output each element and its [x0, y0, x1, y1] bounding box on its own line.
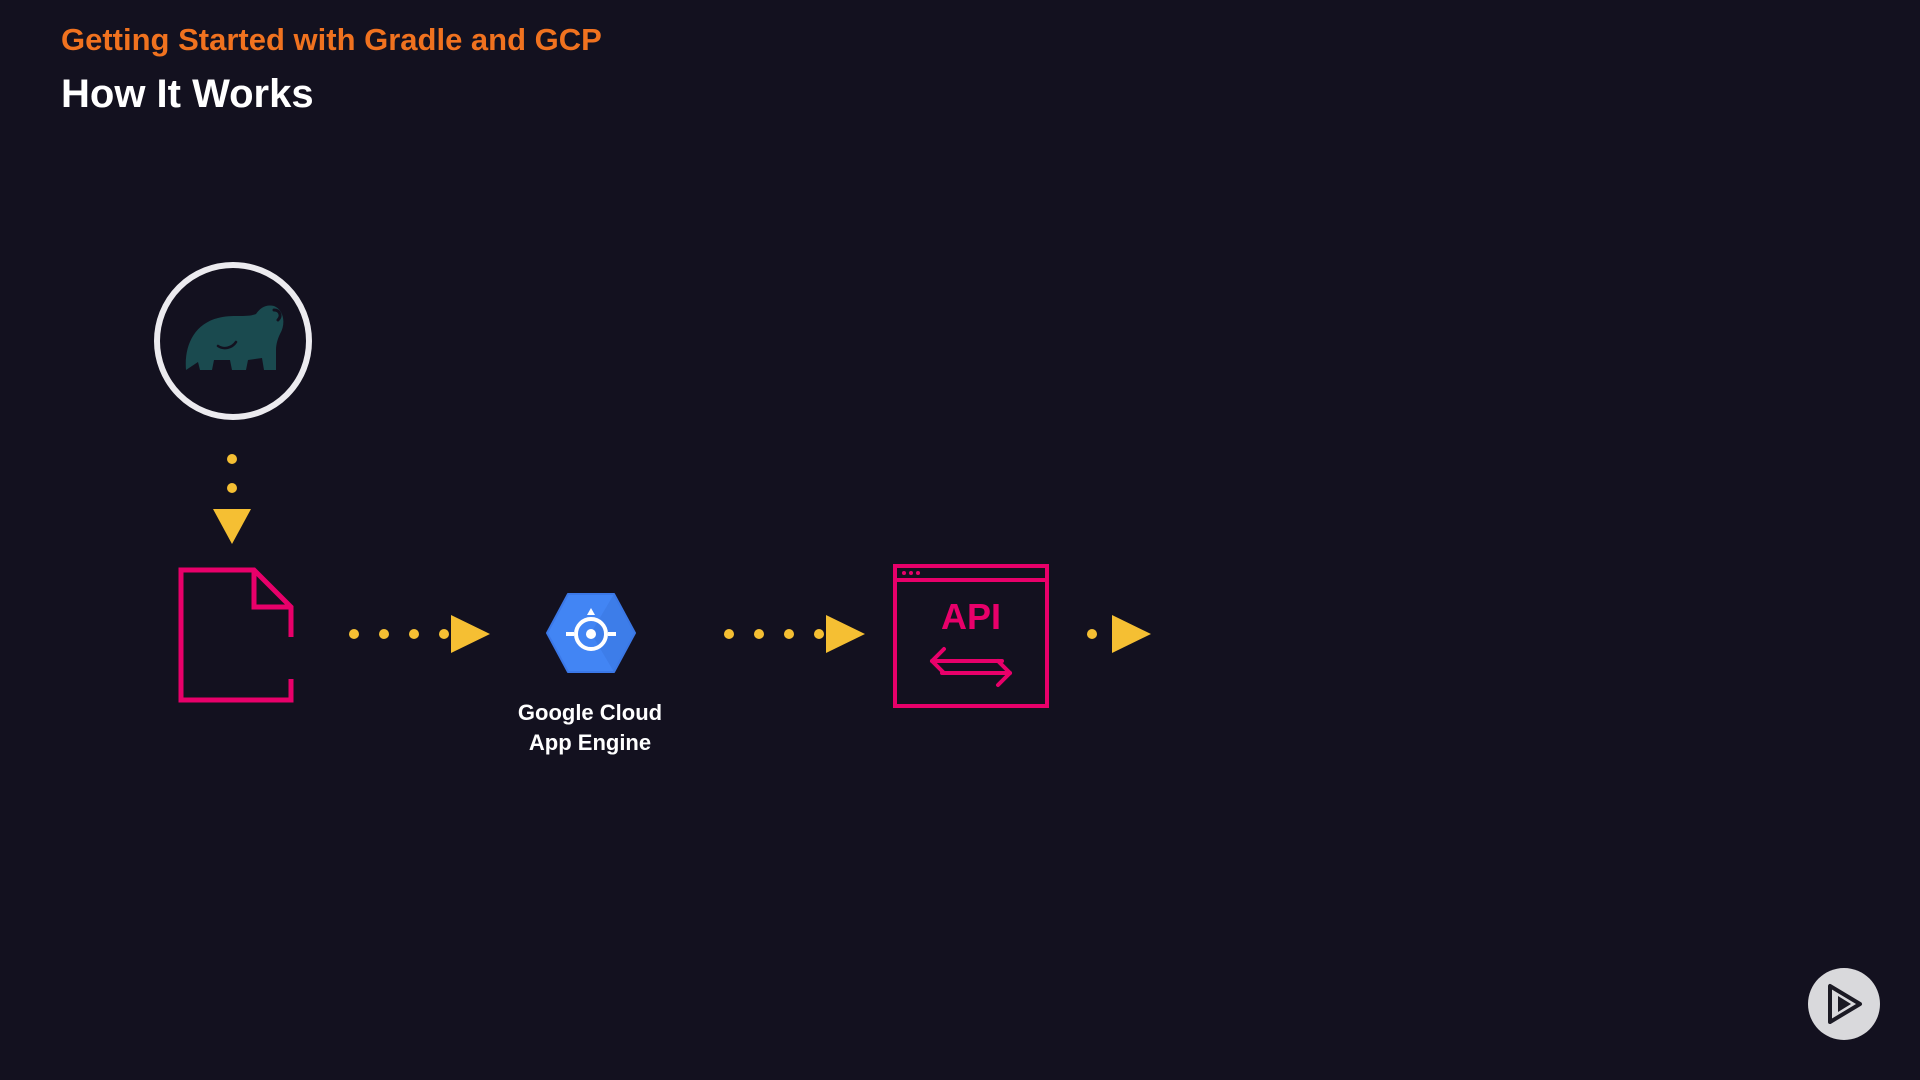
arrow-dot — [814, 629, 824, 639]
arrow-dot — [439, 629, 449, 639]
arrow-dot — [724, 629, 734, 639]
arrow-api-out — [1087, 615, 1151, 653]
app-engine-label-line2: App Engine — [528, 730, 652, 755]
arrow-dot — [784, 629, 794, 639]
arrow-java-to-app-engine — [349, 615, 490, 653]
arrow-dot — [754, 629, 764, 639]
course-title: Getting Started with Gradle and GCP — [61, 22, 602, 57]
app-engine-label: Google Cloud App Engine — [480, 698, 700, 758]
play-logo-button[interactable] — [1808, 968, 1880, 1040]
arrow-dot — [227, 483, 237, 493]
arrow-app-engine-to-api — [724, 615, 865, 653]
arrow-dot — [349, 629, 359, 639]
arrow-dot — [227, 454, 237, 464]
slide-title: How It Works — [61, 72, 314, 116]
arrow-head — [1112, 615, 1151, 653]
arrow-head — [213, 509, 251, 544]
api-label: API — [941, 596, 1001, 637]
arrow-head — [826, 615, 865, 653]
google-app-engine-icon — [546, 593, 636, 673]
arrow-dot — [409, 629, 419, 639]
arrow-gradle-to-java — [213, 454, 251, 544]
app-engine-label-line1: Google Cloud — [517, 700, 663, 725]
api-window-icon: API — [893, 564, 1049, 708]
gradle-elephant-icon — [154, 262, 312, 420]
java-file-icon — [178, 567, 318, 703]
arrow-dot — [1087, 629, 1097, 639]
arrow-dot — [379, 629, 389, 639]
play-icon — [1828, 984, 1862, 1024]
exchange-arrows-icon — [930, 647, 1012, 687]
arrow-head — [451, 615, 490, 653]
